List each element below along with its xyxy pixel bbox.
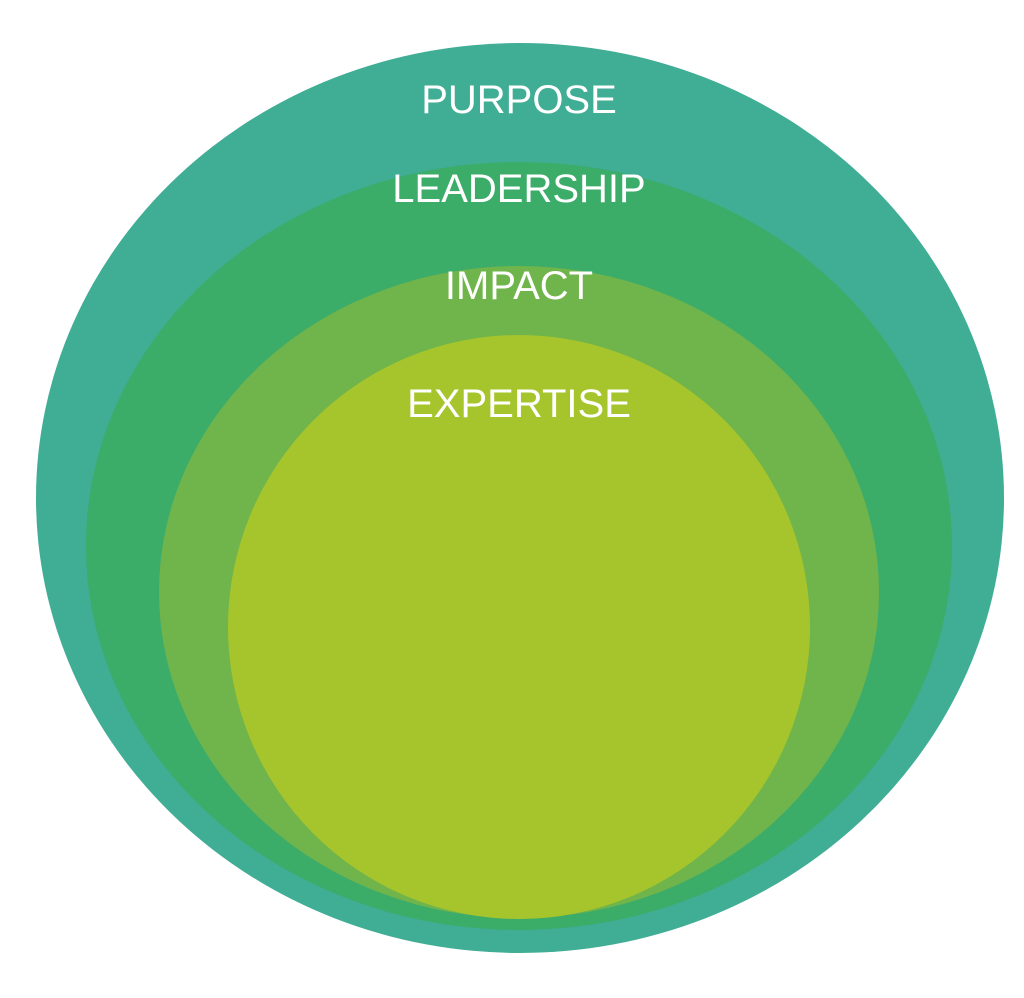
label-leadership: LEADERSHIP <box>392 167 645 211</box>
ring-expertise <box>228 335 810 919</box>
label-impact: IMPACT <box>445 264 593 308</box>
label-expertise: EXPERTISE <box>407 382 631 426</box>
label-purpose: PURPOSE <box>421 78 617 122</box>
